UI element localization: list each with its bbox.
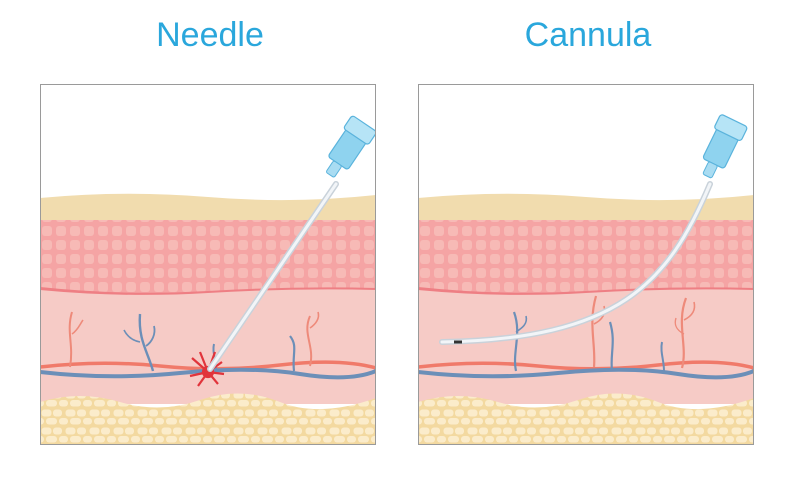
blood-splash-icon <box>189 351 225 387</box>
vein <box>40 367 376 380</box>
subcutaneous-layer <box>418 289 754 404</box>
cannula-panel <box>418 84 754 445</box>
needle-title: Needle <box>156 16 264 54</box>
cannula-diagram <box>418 84 754 445</box>
cannula-title: Cannula <box>524 16 652 54</box>
fat-layer <box>418 393 754 445</box>
vein <box>418 367 754 380</box>
dermis-layer <box>418 220 754 299</box>
needle-panel <box>40 84 376 445</box>
needle-diagram <box>40 84 376 445</box>
epidermis-layer <box>40 193 376 224</box>
epidermis-layer <box>418 193 754 224</box>
dermis-layer <box>40 220 376 299</box>
fat-layer <box>40 393 376 445</box>
cannula-icon <box>439 114 748 345</box>
needle-icon <box>207 115 376 372</box>
subcutaneous-layer <box>40 289 376 404</box>
